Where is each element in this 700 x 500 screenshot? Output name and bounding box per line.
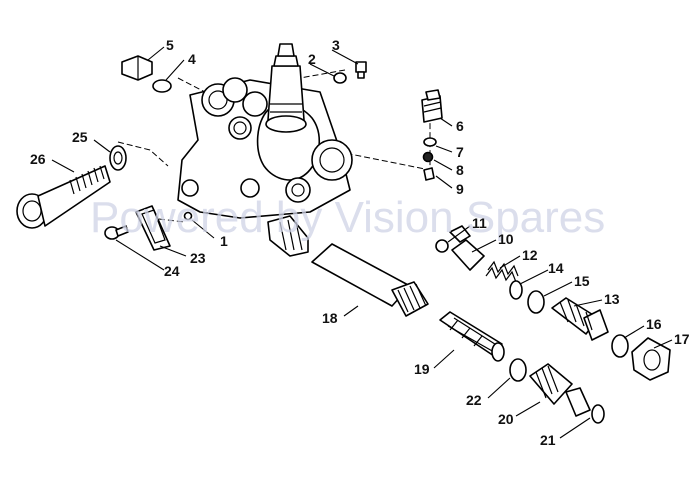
small-washer-part [333,72,347,84]
callout-19: 19 [414,361,430,377]
callout-14: 14 [548,260,564,276]
o-ring-14-part [509,280,523,300]
washer-22-part [509,358,527,382]
pump-manifold-part [177,77,353,257]
callout-2: 2 [308,51,316,67]
callout-23: 23 [190,250,206,266]
callout-6: 6 [456,118,464,134]
screw-part [104,225,129,240]
callout-16: 16 [646,316,662,332]
small-screw-part [355,61,367,79]
ball-part [422,151,434,163]
callout-25: 25 [72,129,88,145]
nut-part [631,337,671,381]
fitting-part [421,89,443,123]
small-o-ring-part [423,137,437,147]
callout-20: 20 [498,411,514,427]
coupler-body-part [551,297,609,341]
filter-part [439,311,505,362]
callout-12: 12 [522,247,538,263]
washer-part [109,145,127,171]
callout-21: 21 [540,432,556,448]
plug-part [121,55,153,81]
seal-ring-part [435,239,449,253]
callout-3: 3 [332,37,340,53]
o-ring-15-part [527,290,545,314]
callout-7: 7 [456,144,464,160]
callout-13: 13 [604,291,620,307]
callout-9: 9 [456,181,464,197]
spring-seat-part [423,167,435,181]
callout-18: 18 [322,310,338,326]
callout-24: 24 [164,263,180,279]
o-ring-21-part [591,404,605,424]
o-ring-part [152,79,172,93]
leader-lines [51,46,673,439]
extension-tube-part [311,243,429,317]
quick-coupler-part [529,363,591,417]
cap-screw-part [16,165,111,229]
unloader-valve-part [265,43,307,133]
callout-labels: 1 2 3 4 5 6 7 8 9 10 11 12 13 14 15 16 1… [30,37,690,448]
gasket-part [135,205,171,251]
pin-part [183,211,193,221]
callout-5: 5 [166,37,174,53]
callout-10: 10 [498,231,514,247]
callout-4: 4 [188,51,196,67]
callout-1: 1 [220,233,228,249]
callout-17: 17 [674,331,690,347]
callout-22: 22 [466,392,482,408]
callout-11: 11 [472,215,487,231]
callout-8: 8 [456,162,464,178]
callout-15: 15 [574,273,590,289]
spring-part [485,260,519,283]
callout-26: 26 [30,151,46,167]
watermark-text: Powered by Vision Spares [90,193,605,242]
washer-16-part [611,334,629,358]
